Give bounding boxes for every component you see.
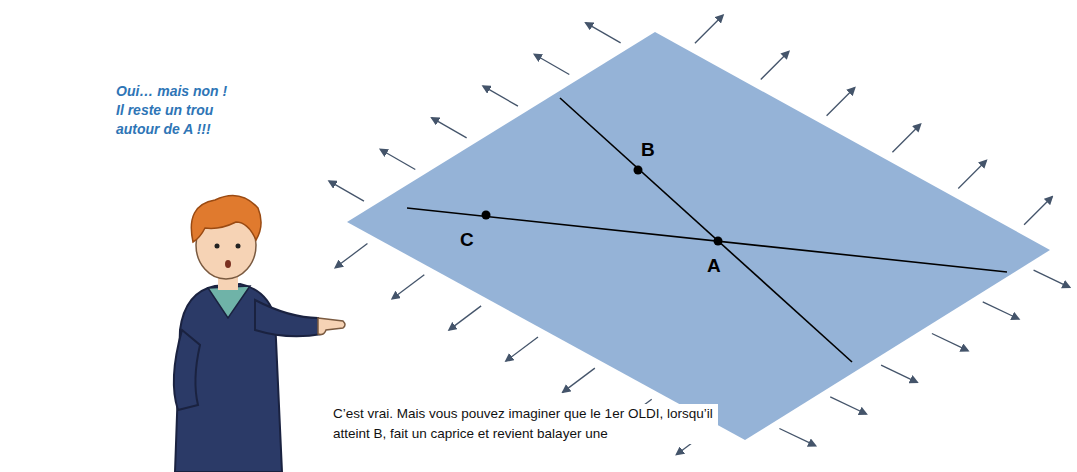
- point-c: [482, 211, 491, 220]
- outward-arrows: [329, 15, 1069, 454]
- point-a: [714, 237, 723, 246]
- arrow: [983, 302, 1019, 319]
- arrow: [535, 55, 570, 75]
- arrow: [483, 86, 518, 106]
- arrow: [779, 428, 815, 445]
- arrow: [335, 244, 367, 268]
- arrow: [329, 181, 364, 201]
- arrow: [830, 397, 866, 414]
- point-label: C: [460, 229, 474, 251]
- arrow: [932, 333, 968, 350]
- arrow: [827, 88, 855, 116]
- note-text: C’est vrai. Mais vous pouvez imaginer qu…: [333, 404, 718, 444]
- arrow: [563, 368, 595, 392]
- arrow: [381, 150, 416, 170]
- arrow: [958, 161, 986, 189]
- line-ab: [560, 98, 852, 362]
- arrow: [586, 23, 621, 43]
- arrow: [892, 124, 920, 152]
- arrow: [449, 306, 481, 330]
- plane: [347, 32, 1050, 440]
- point-label: A: [707, 255, 721, 277]
- boy-figure: [174, 196, 345, 472]
- arrow: [506, 337, 538, 361]
- arrow: [881, 365, 917, 382]
- arrow: [1034, 270, 1070, 287]
- arrow: [761, 52, 789, 80]
- arrow: [432, 118, 467, 138]
- arrow: [392, 275, 424, 299]
- point-label: B: [641, 139, 655, 161]
- arrow: [695, 15, 723, 43]
- speech-text: Oui… mais non ! Il reste un trou autour …: [116, 82, 228, 139]
- arrow: [1024, 197, 1052, 225]
- point-b: [634, 166, 643, 175]
